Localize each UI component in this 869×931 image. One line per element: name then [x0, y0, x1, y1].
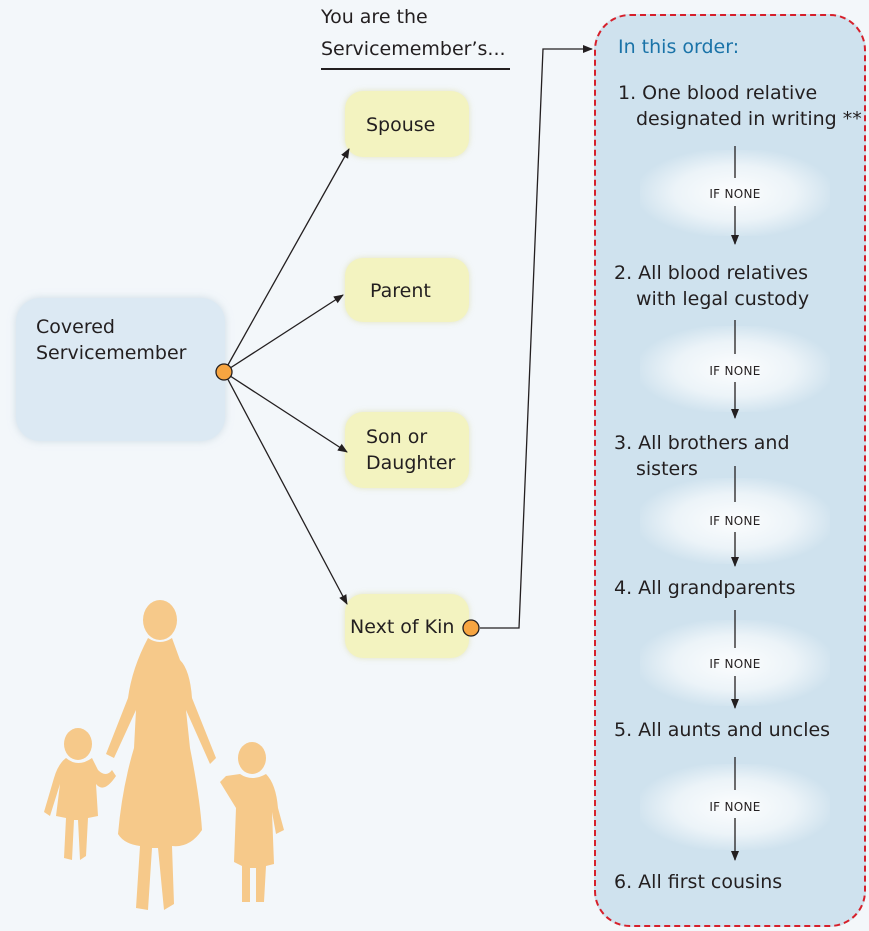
source-line-2: Servicemember: [36, 342, 187, 364]
step-2-line-1: 2. All blood relatives: [614, 262, 809, 284]
step-2-line-2: with legal custody: [636, 288, 810, 310]
source-line-1: Covered: [36, 316, 115, 338]
relationship-label-next-of-kin: Next of Kin: [350, 616, 455, 638]
step-1-line-1: 1. One blood relative: [618, 82, 818, 104]
order-step-5: 5. All aunts and uncles: [614, 719, 831, 741]
relationship-box-next-of-kin: [345, 594, 469, 658]
branch-arrow-son-daughter: [223, 371, 348, 453]
son-daughter-line-1: Son or: [366, 426, 428, 448]
family-silhouette-image: [44, 600, 284, 910]
if-none-label: IF NONE: [709, 187, 761, 201]
next-of-kin-node-dot: [462, 619, 480, 637]
relationship-box-son-daughter: [345, 412, 469, 488]
step-1-line-2: designated in writing **: [636, 108, 862, 130]
covered-servicemember-box: [16, 298, 225, 441]
step-3-line-2: sisters: [636, 458, 698, 480]
heading-line-1: You are the: [321, 6, 428, 28]
heading-line-2: Servicemember’s...: [321, 38, 506, 60]
branch-arrow-parent: [223, 294, 344, 373]
next-of-kin-link: [480, 45, 593, 629]
branch-arrow-spouse: [223, 148, 350, 373]
step-3-line-1: 3. All brothers and: [614, 432, 790, 454]
source-node-dot: [215, 363, 233, 381]
order-step-1: 1. One blood relative designated in writ…: [618, 80, 863, 132]
order-step-6: 6. All first cousins: [614, 871, 783, 893]
relationship-box-spouse: [345, 91, 469, 157]
if-none-label: IF NONE: [709, 800, 761, 814]
if-none-label: IF NONE: [709, 657, 761, 671]
order-step-4: 4. All grandparents: [614, 577, 796, 599]
order-step-3: 3. All brothers and sisters: [614, 430, 859, 482]
relationship-label-son-daughter: Son or Daughter: [366, 424, 455, 476]
relationship-label-parent: Parent: [370, 280, 431, 302]
if-none-label: IF NONE: [709, 514, 761, 528]
son-daughter-line-2: Daughter: [366, 452, 456, 474]
branch-arrow-next-of-kin: [223, 371, 348, 605]
order-title: In this order:: [618, 36, 740, 58]
relationship-box-parent: [345, 258, 469, 322]
order-step-2: 2. All blood relatives with legal custod…: [614, 260, 859, 312]
heading-underline: [321, 68, 510, 70]
covered-servicemember-label: Covered Servicemember: [36, 314, 216, 366]
if-none-label: IF NONE: [709, 364, 761, 378]
relationship-label-spouse: Spouse: [366, 114, 436, 136]
